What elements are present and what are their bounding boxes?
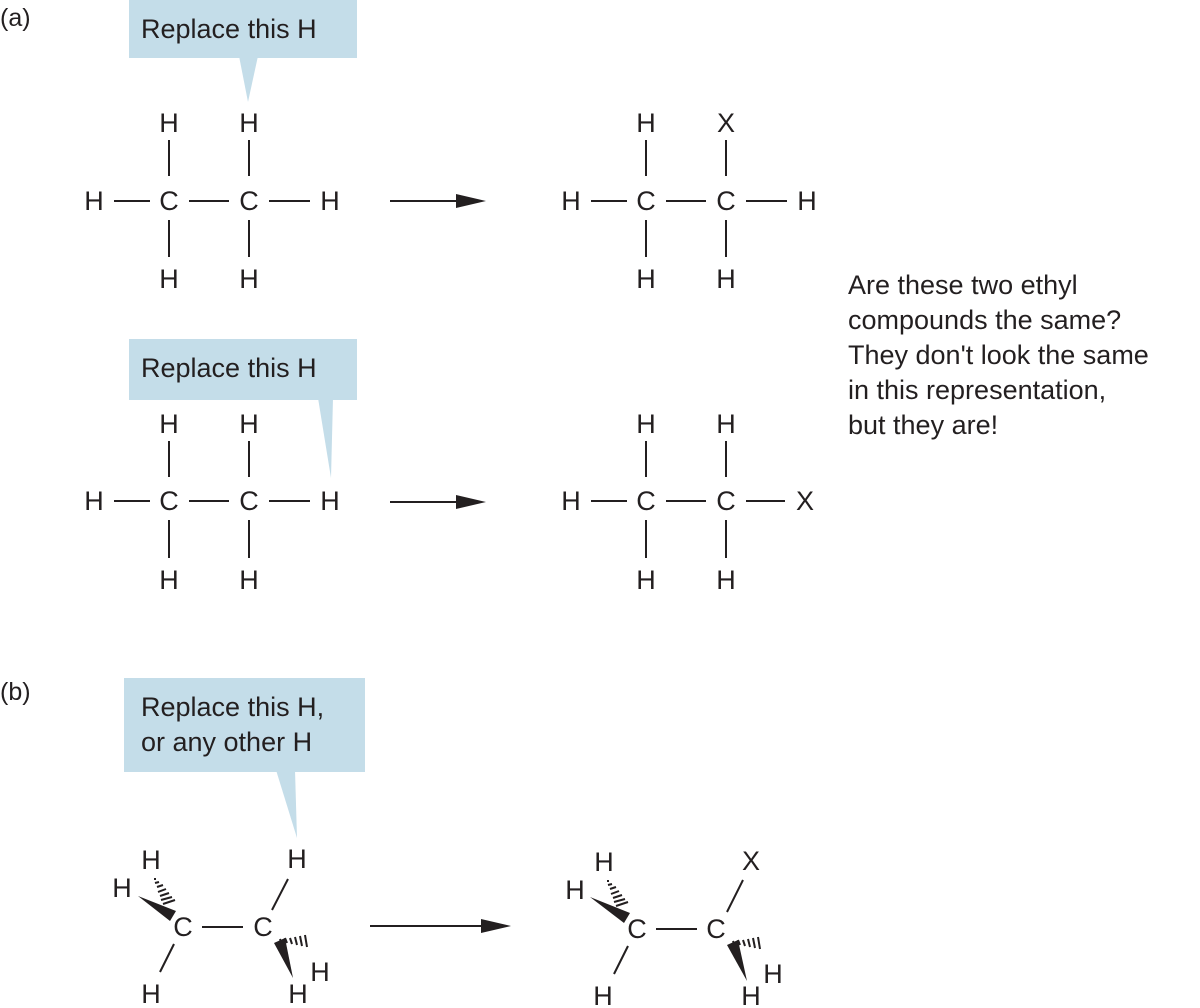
callout-a-top-box	[129, 0, 357, 58]
atom-c: C	[636, 486, 656, 516]
atom-h: H	[239, 264, 259, 294]
atom-h: H	[159, 565, 179, 595]
atom-x: X	[796, 486, 814, 516]
reaction-arrow-a1	[390, 194, 486, 208]
atom-c: C	[636, 186, 656, 216]
hashed-bond	[607, 880, 629, 907]
bond	[159, 943, 175, 973]
atom-h: H	[716, 565, 736, 595]
reaction-arrow-b	[370, 919, 511, 933]
callout-b: Replace this H, or any other H	[124, 678, 365, 838]
atom-h: H	[141, 979, 161, 1008]
atom-h: H	[159, 108, 179, 138]
atom-x: X	[717, 108, 735, 138]
side-note-line-3: They don't look the same	[848, 340, 1149, 370]
side-note-line-2: compounds the same?	[848, 305, 1121, 335]
atom-h: H	[636, 108, 656, 138]
hashed-bond	[732, 936, 761, 950]
side-note: Are these two ethyl compounds the same? …	[848, 270, 1149, 440]
atom-c: C	[716, 486, 736, 516]
atom-c: C	[706, 914, 726, 944]
atom-h: H	[797, 186, 817, 216]
atom-h: H	[565, 875, 585, 905]
atom-c: C	[159, 186, 179, 216]
atom-h: H	[716, 409, 736, 439]
atom-c: C	[253, 912, 273, 942]
atom-x: X	[742, 846, 760, 876]
callout-a-top-text: Replace this H	[141, 14, 317, 44]
wedge-bond	[138, 896, 176, 921]
atom-h: H	[636, 565, 656, 595]
arrow-head	[481, 919, 511, 933]
atom-h: H	[159, 264, 179, 294]
bond	[271, 878, 289, 911]
hashed-bond	[154, 878, 176, 905]
ethyl-product-b-3d: C C H H H X H H	[565, 846, 783, 1008]
panel-b-label: (b)	[0, 678, 31, 706]
callout-a-bottom-pointer	[318, 398, 333, 478]
side-note-line-4: in this representation,	[848, 375, 1106, 405]
atom-c: C	[239, 486, 259, 516]
ethane-a1: H C C H H H H H	[84, 108, 340, 294]
atom-h: H	[84, 186, 104, 216]
atom-c: C	[627, 914, 647, 944]
callout-a-bottom-text: Replace this H	[141, 353, 317, 383]
bond	[613, 945, 629, 975]
atom-h-replaced: H	[287, 844, 307, 874]
atom-c: C	[716, 186, 736, 216]
callout-b-text-line-1: Replace this H,	[141, 692, 324, 722]
atom-h: H	[84, 486, 104, 516]
wedge-bond	[274, 938, 293, 978]
atom-h: H	[636, 264, 656, 294]
ethyl-product-a2: H C C X H H H H	[561, 409, 814, 595]
atom-h: H	[593, 981, 613, 1008]
atom-c: C	[173, 912, 193, 942]
side-note-line-5: but they are!	[848, 410, 998, 440]
atom-h: H	[159, 409, 179, 439]
atom-h: H	[763, 959, 783, 989]
atom-h: H	[561, 186, 581, 216]
callout-a-top: Replace this H	[129, 0, 357, 102]
arrow-head	[456, 194, 486, 208]
callout-a-top-pointer	[239, 56, 258, 102]
reaction-arrow-a2	[390, 495, 486, 509]
hashed-bond	[279, 934, 308, 948]
atom-h: H	[741, 981, 761, 1008]
wedge-bond	[727, 940, 747, 981]
ethyl-product-a1: H C C H H X H H	[561, 108, 817, 294]
atom-h: H	[239, 565, 259, 595]
atom-h: H	[310, 957, 330, 987]
atom-h: H	[141, 845, 161, 875]
callout-b-box	[124, 678, 365, 772]
atom-h: H	[239, 409, 259, 439]
callout-b-text-line-2: or any other H	[141, 727, 312, 757]
side-note-line-1: Are these two ethyl	[848, 270, 1078, 300]
atom-h: H	[594, 847, 614, 877]
bond	[726, 879, 744, 913]
arrow-head	[456, 495, 486, 509]
atom-h: H	[288, 979, 308, 1008]
atom-h-replaced: H	[239, 108, 259, 138]
ethane-a2: H C C H H H H H	[84, 409, 340, 595]
callout-a-bottom-box	[129, 339, 357, 400]
atom-c: C	[239, 186, 259, 216]
atom-h: H	[561, 486, 581, 516]
callout-b-pointer	[276, 770, 297, 838]
atom-h-replaced: H	[320, 486, 340, 516]
atom-c: C	[159, 486, 179, 516]
atom-h: H	[636, 409, 656, 439]
atom-h: H	[320, 186, 340, 216]
wedge-bond	[590, 897, 630, 923]
ethane-b-3d: C C H H H H H H	[112, 844, 330, 1008]
panel-a-label: (a)	[0, 4, 31, 32]
atom-h: H	[716, 264, 736, 294]
callout-a-bottom: Replace this H	[129, 339, 357, 478]
atom-h: H	[112, 873, 132, 903]
